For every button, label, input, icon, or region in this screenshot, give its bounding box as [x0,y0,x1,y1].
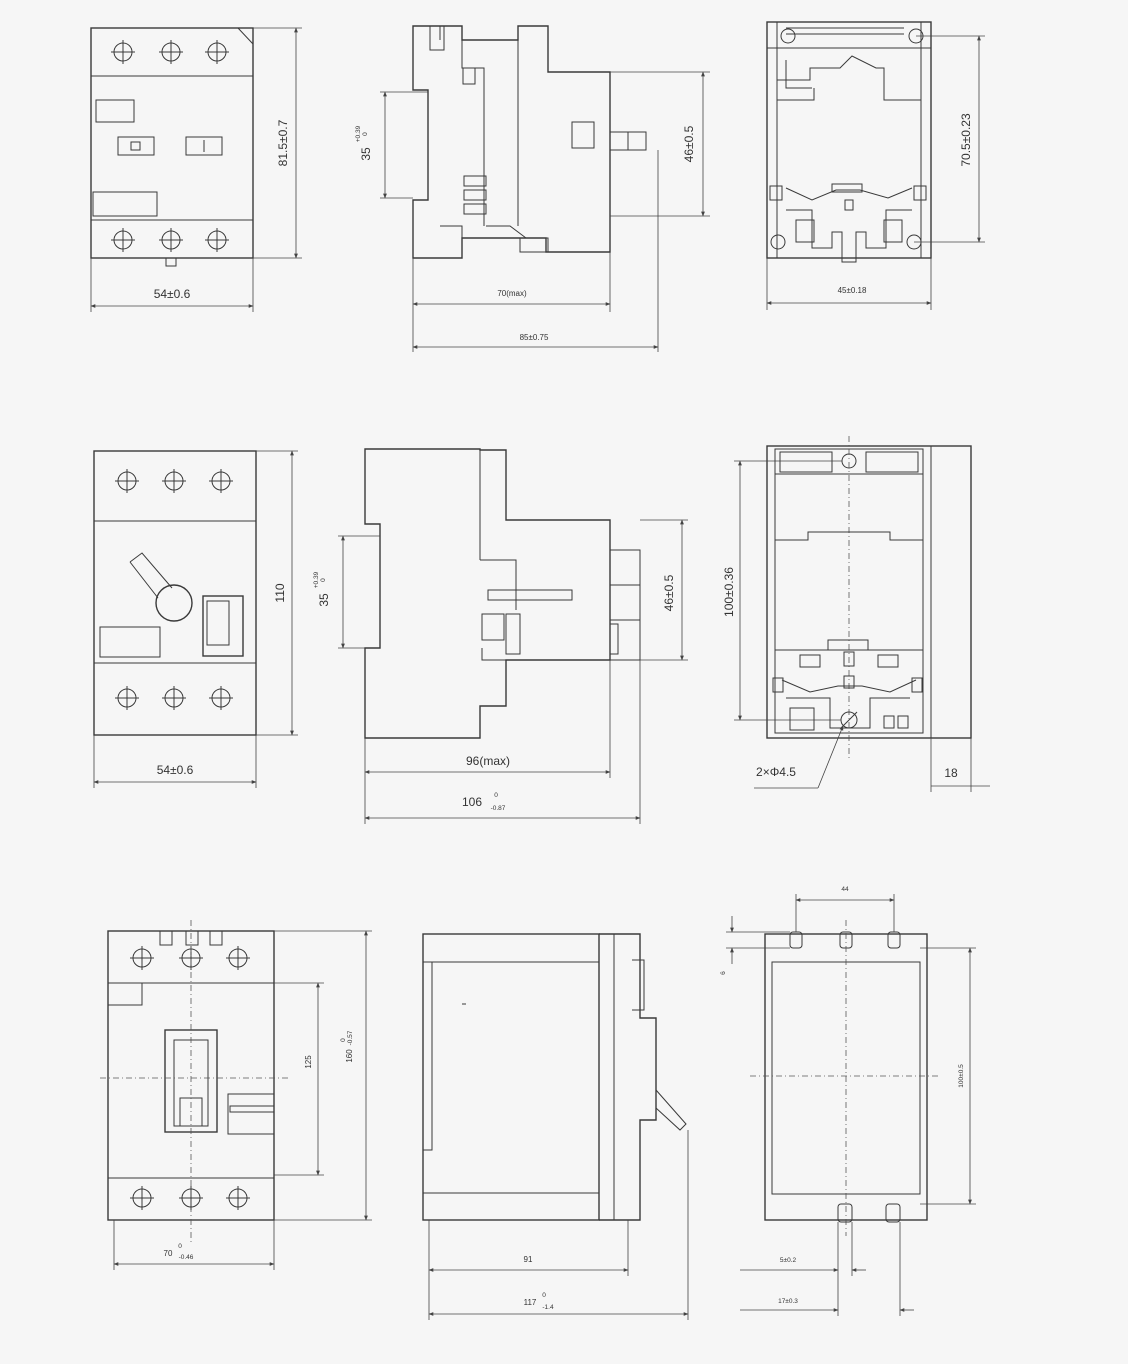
row2-side-view: 35 +0.39 0 46±0.5 96(max) 106 0 -0.87 [313,448,688,824]
row3-back-height: 100±0.5 [958,1064,965,1088]
row2-front-width: 54±0.6 [157,763,194,777]
row1-side-overall-width: 85±0.75 [520,333,549,342]
row3-back-slot: 6 [720,971,727,975]
row3-front-height-tol-low: -0.57 [347,1030,354,1045]
row1-front-height: 81.5±0.7 [276,119,290,166]
row1-side-rail-base: 35 [359,147,373,161]
row1-side-view: 35 +0.39 0 46±0.5 70(max) 85±0.75 [355,25,710,352]
row3-back-view: 44 6 100±0.5 5±0.2 17±0.3 [720,886,976,1316]
row3-side-overall-base: 117 [524,1298,537,1307]
row3-back-pin-outer: 17±0.3 [778,1298,798,1305]
row2-back-hole: 2×Φ4.5 [756,765,796,779]
row2-front-height: 110 [273,583,287,602]
row2-side-rail-base: 35 [317,593,331,607]
row3-back-pin-spacing: 5±0.2 [780,1257,797,1264]
row2-side-overall-tol-up: 0 [494,792,498,799]
row1-back-view: 70.5±0.23 45±0.18 [766,21,985,310]
row1-side-inner-width: 70(max) [497,289,527,298]
row3-side-overall-tol-low: -1.4 [542,1304,554,1311]
row2-back-height: 100±0.36 [722,567,736,617]
row1-back-width: 45±0.18 [838,286,867,295]
row3-front-inner-height: 125 [304,1055,313,1069]
row2-side-rail-tol-low: 0 [320,578,327,582]
row3-side-view: 91 117 0 -1.4 [422,933,689,1320]
row3-front-height-base: 160 [345,1049,354,1063]
row1-front-width: 54±0.6 [154,287,191,301]
row2-side-inner-width: 96(max) [466,754,510,768]
row1-side-rail-tol-low: 0 [362,132,369,136]
row2-side-right-height: 46±0.5 [662,574,676,611]
row2-side-rail-tol-up: +0.39 [313,571,320,588]
row3-front-width-tol-up: 0 [178,1243,182,1250]
row3-side-overall-tol-up: 0 [542,1292,546,1299]
row2-back-depth: 18 [944,766,958,780]
row1-side-right-height: 46±0.5 [682,125,696,162]
row2-side-overall-tol-low: -0.87 [491,805,506,812]
row3-front-width-base: 70 [164,1249,173,1258]
row1-back-height: 70.5±0.23 [959,113,973,167]
row3-back-top-spacing: 44 [841,886,849,893]
row3-front-view: 125 160 0 -0.57 70 0 -0.46 [100,920,372,1270]
row3-front-width-tol-low: -0.46 [179,1254,194,1261]
row1-side-rail-tol-up: +0.39 [355,125,362,142]
row2-back-view: 100±0.36 2×Φ4.5 18 [722,436,990,792]
row2-side-overall-base: 106 [462,795,482,809]
row2-front-view: 110 54±0.6 [93,450,298,788]
row1-front-view: 81.5±0.7 54±0.6 [90,27,302,312]
row3-side-inner-width: 91 [524,1255,533,1264]
row3-front-height-tol-up: 0 [340,1038,347,1042]
